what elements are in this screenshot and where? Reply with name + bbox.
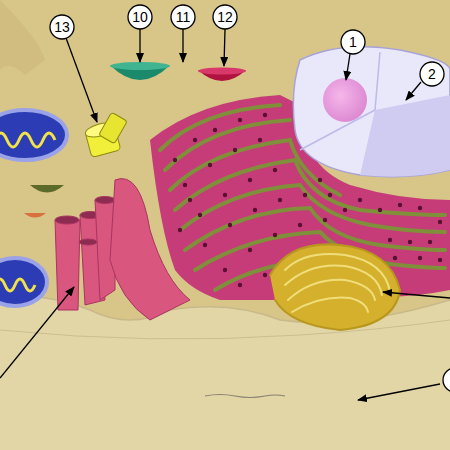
ribosome-dot: [318, 178, 322, 182]
ribosome-dot: [378, 208, 382, 212]
ribosome-dot: [438, 258, 442, 262]
ribosome-dot: [198, 213, 202, 217]
ribosome-dot: [438, 220, 442, 224]
ribosome-dot: [203, 243, 207, 247]
ribosome-dot: [328, 193, 332, 197]
ribosome-dot: [173, 158, 177, 162]
ribosome-dot: [188, 198, 192, 202]
ribosome-dot: [223, 268, 227, 272]
ribosome-dot: [248, 178, 252, 182]
ribosome-dot: [228, 223, 232, 227]
ribosome-dot: [343, 208, 347, 212]
ribosome-dot: [238, 283, 242, 287]
ribosome-dot: [408, 240, 412, 244]
ribosome-dot: [278, 198, 282, 202]
ribosome-dot: [238, 118, 242, 122]
ribosome-dot: [258, 138, 262, 142]
ribosome-dot: [273, 233, 277, 237]
ribosome-dot: [193, 138, 197, 142]
ribosome-dot: [418, 256, 422, 260]
ribosome-dot: [303, 193, 307, 197]
ribosome-dot: [253, 208, 257, 212]
ribosome-dot: [263, 273, 267, 277]
ribosome-dot: [358, 198, 362, 202]
callout-number: 11: [171, 5, 195, 29]
ribosome-dot: [248, 248, 252, 252]
ribosome-dot: [298, 223, 302, 227]
callout-number: 12: [213, 5, 237, 29]
ribosome-dot: [208, 163, 212, 167]
ribosome-dot: [323, 218, 327, 222]
ribosome-dot: [213, 128, 217, 132]
ribosome-dot: [273, 168, 277, 172]
ribosome-dot: [388, 238, 392, 242]
ribosome-dot: [183, 183, 187, 187]
callout-number: 10: [128, 5, 152, 29]
ribosome-dot: [263, 113, 267, 117]
callout-number: 1: [341, 30, 365, 54]
ribosome-dot: [223, 193, 227, 197]
ribosome-dot: [398, 203, 402, 207]
ribosome-dot: [418, 206, 422, 210]
ribosome-dot: [233, 148, 237, 152]
ribosome-dot: [393, 256, 397, 260]
ribosome-dot: [428, 240, 432, 244]
callout-number: 13: [50, 15, 74, 39]
callout-number: 2: [420, 62, 444, 86]
ribosome-dot: [178, 228, 182, 232]
